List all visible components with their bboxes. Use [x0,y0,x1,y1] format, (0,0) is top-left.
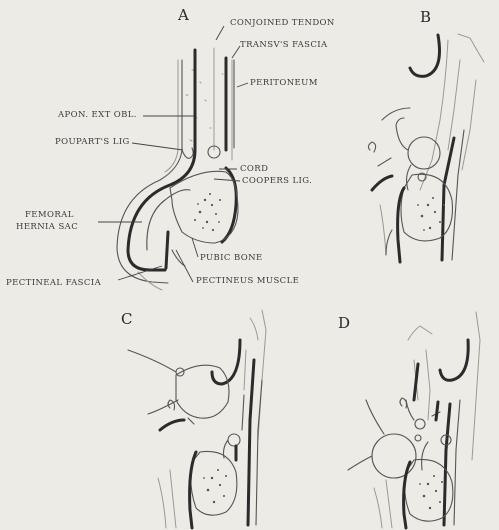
panel-label-a: A [178,6,189,24]
panel-a-drawing [98,26,248,290]
label-pectineus-muscle: PECTINEUS MUSCLE [196,276,299,286]
panel-label-d: D [338,314,350,332]
panel-d-drawing [348,312,480,528]
label-pubic-bone: PUBIC BONE [200,253,263,263]
label-pouparts-lig: POUPART'S LIG [55,137,130,147]
label-femoral: FEMORAL [25,210,74,220]
label-peritoneum: PERITONEUM [250,78,318,88]
panel-c-drawing [128,310,266,528]
label-conjoined-tendon: CONJOINED TENDON [230,18,335,28]
panel-b-drawing [368,34,484,262]
panel-label-c: C [121,310,132,328]
panel-label-b: B [420,8,431,26]
label-cord: CORD [240,164,268,174]
label-apon-ext-obl: APON. EXT OBL. [58,110,137,120]
label-hernia-sac: HERNIA SAC [16,222,78,232]
label-transversalis-fascia: TRANSV'S FASCIA [240,40,328,50]
label-coopers-lig: COOPERS LIG. [242,176,312,186]
label-pectineal-fascia: PECTINEAL FASCIA [6,278,101,288]
